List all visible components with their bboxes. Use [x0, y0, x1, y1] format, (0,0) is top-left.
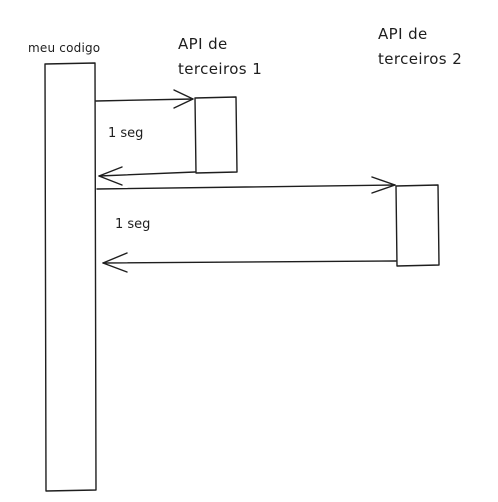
api-terceiros-2-box: [395, 184, 440, 267]
api-terceiros-1-box: [194, 96, 238, 174]
request-arrow-api-2: [96, 176, 396, 194]
duration-label-api-1: 1 seg: [108, 126, 144, 141]
meu-codigo-lifeline-box: [44, 62, 97, 492]
response-arrow-api-1: [98, 166, 196, 186]
api-terceiros-2-label-line-2: terceiros 2: [378, 50, 463, 68]
response-arrow-api-2: [102, 252, 397, 273]
api-terceiros-2-label-line-1: API de: [378, 25, 428, 43]
api-terceiros-1-label-line-1: API de: [178, 35, 228, 53]
meu-codigo-label: meu codigo: [28, 41, 101, 55]
api-terceiros-1-label-line-2: terceiros 1: [178, 60, 263, 78]
duration-label-api-2: 1 seg: [115, 217, 151, 232]
request-arrow-api-1: [95, 89, 194, 109]
